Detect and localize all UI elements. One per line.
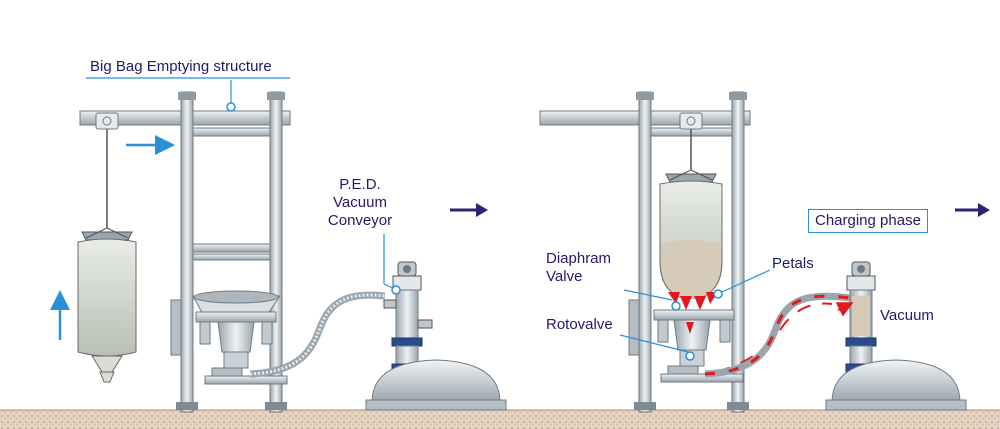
label-ped-line1: P.E.D. xyxy=(339,176,381,193)
label-petals: Petals xyxy=(772,255,814,272)
receiving-vessel-left xyxy=(365,359,507,411)
label-big-bag-structure: Big Bag Emptying structure xyxy=(90,58,272,75)
label-vacuum: Vacuum xyxy=(880,307,934,324)
petals-leader xyxy=(721,269,771,293)
label-ped-conveyor: P.E.D. Vacuum Conveyor xyxy=(320,176,400,230)
big-bag-left xyxy=(77,227,137,383)
left-emptying-structure xyxy=(79,91,291,413)
floor xyxy=(0,410,1000,429)
rotovalve-leader xyxy=(619,334,689,353)
label-ped-line2: Vacuum xyxy=(333,194,387,211)
label-diaphram-line2: Valve xyxy=(546,268,583,285)
label-ped-line3: Conveyor xyxy=(327,212,393,229)
label-diaphram-valve: Diaphram Valve xyxy=(546,250,611,286)
label-rotovalve: Rotovalve xyxy=(546,316,613,333)
right-emptying-structure xyxy=(539,91,751,413)
charging-phase-badge: Charging phase xyxy=(808,209,928,233)
label-diaphram-line1: Diaphram xyxy=(546,250,612,267)
receiving-vessel-right xyxy=(825,359,967,411)
diaphram-leader xyxy=(623,289,673,301)
